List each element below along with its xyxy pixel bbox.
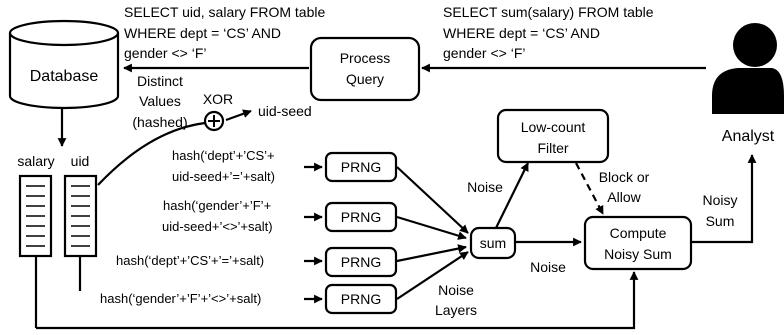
salary-column-label: salary (17, 153, 54, 169)
prng-2-label: PRNG (341, 209, 381, 225)
arrow-prng-4-to-sum (396, 251, 469, 300)
process-query-line-2: Query (346, 71, 384, 87)
noise-layers-line-2: Layers (435, 302, 477, 318)
analyst-label: Analyst (722, 128, 775, 145)
prng-1-label: PRNG (341, 159, 381, 175)
query-left-line-2: WHERE dept = ‘CS’ AND (124, 25, 281, 41)
prng-box-4: PRNG (324, 283, 398, 315)
noisy-sum-line-1: Noisy (702, 192, 737, 208)
process-query-line-1: Process (340, 50, 391, 66)
prng-3-label: PRNG (341, 254, 381, 270)
low-count-filter-line-1: Low-count (521, 119, 586, 135)
database-cylinder: Database (8, 19, 120, 110)
hash-4: hash(‘gender’+’F’+’<>’+salt) (100, 291, 261, 306)
prng-4-label: PRNG (341, 291, 381, 307)
noise-label-lower: Noise (530, 259, 566, 275)
low-count-filter-box: Low-count Filter (496, 108, 610, 164)
prng-box-2: PRNG (324, 201, 398, 233)
analyst-icon (712, 23, 784, 114)
distinct-values-line-3: (hashed) (132, 114, 187, 130)
arrow-sum-to-filter (495, 162, 529, 229)
query-left-line-1: SELECT uid, salary FROM table (124, 4, 325, 20)
hash-1-line-1: hash(‘dept’+’CS’+ (172, 148, 275, 163)
hash-1-line-2: uid-seed+’=’+salt) (172, 169, 275, 184)
noisy-sum-line-2: Sum (706, 213, 735, 229)
prng-box-3: PRNG (324, 246, 398, 278)
query-left-line-3: gender <> ‘F’ (124, 45, 207, 61)
hash-2-line-2: uid-seed+’<>’+salt) (162, 219, 273, 234)
sum-box: sum (469, 226, 517, 260)
salary-column (18, 174, 53, 258)
distinct-values-line-2: Values (139, 93, 181, 109)
block-or-allow-line-2: Allow (607, 189, 641, 205)
compute-noisy-sum-box: Compute Noisy Sum (583, 215, 693, 271)
noise-layers-line-1: Noise (438, 282, 474, 298)
low-count-filter-line-2: Filter (537, 140, 568, 156)
compute-noisy-sum-line-2: Noisy Sum (604, 246, 672, 262)
uid-seed-label: uid-seed (258, 103, 312, 119)
compute-noisy-sum-line-1: Compute (610, 225, 667, 241)
arrow-prng-3-to-sum (396, 244, 467, 263)
uid-column (63, 174, 98, 258)
xor-label: XOR (203, 91, 233, 107)
uid-column-label: uid (71, 153, 90, 169)
arrow-prng-1-to-sum (396, 166, 469, 234)
sum-label: sum (480, 235, 506, 251)
curve-uid-to-xor (97, 121, 206, 186)
block-or-allow-line-1: Block or (599, 169, 650, 185)
prng-box-1: PRNG (324, 151, 398, 183)
arrow-filter-to-compute (575, 162, 604, 215)
arrow-salary-to-compute (36, 271, 639, 330)
database-label: Database (30, 68, 99, 85)
query-right: SELECT sum(salary) FROM table WHERE dept… (443, 4, 654, 61)
noise-label-upper: Noise (467, 179, 503, 195)
query-right-line-2: WHERE dept = ‘CS’ AND (443, 25, 600, 41)
arrow-compute-to-analyst (692, 154, 757, 244)
arrow-xor-to-uid-seed (225, 109, 252, 122)
arrow-prng-2-to-sum (396, 215, 467, 240)
hash-3: hash(‘dept’+’CS’+’=’+salt) (116, 253, 264, 268)
distinct-values-line-1: Distinct (137, 73, 183, 89)
query-right-line-1: SELECT sum(salary) FROM table (443, 4, 654, 20)
query-left: SELECT uid, salary FROM table WHERE dept… (124, 4, 325, 61)
process-query-box: Process Query (309, 36, 421, 102)
hash-2-line-1: hash(‘gender’+’F’+ (163, 198, 271, 213)
query-right-line-3: gender <> ‘F’ (443, 45, 526, 61)
